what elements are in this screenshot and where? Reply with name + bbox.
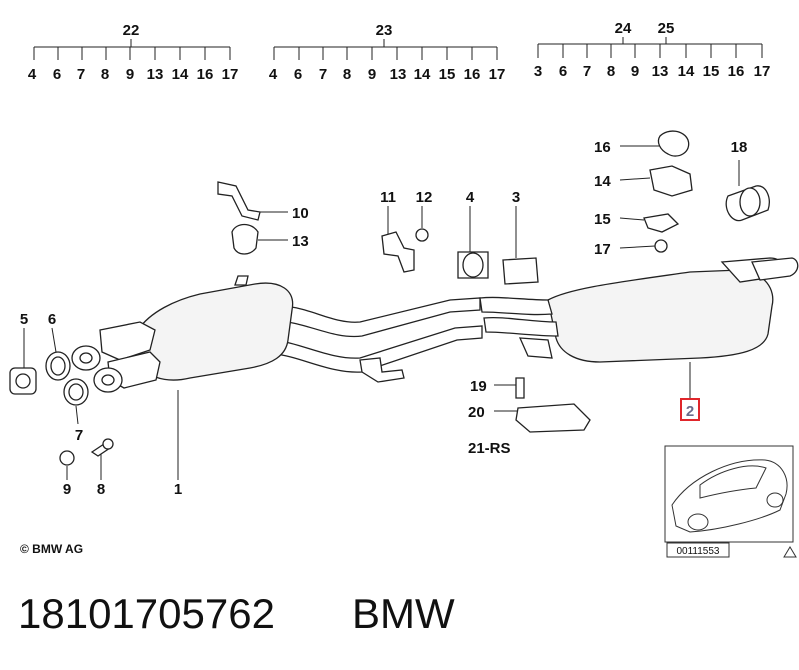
inset-ref-box — [666, 542, 730, 558]
group-22-item: 8 — [101, 66, 109, 83]
group-23-number: 23 — [376, 22, 393, 39]
nut-part-12 — [415, 228, 429, 242]
callout-9: 9 — [63, 481, 71, 498]
group-23: 23 4 6 7 8 9 13 14 15 16 17 — [269, 22, 506, 83]
group-23-item: 7 — [319, 66, 327, 83]
callout-16: 16 — [594, 139, 611, 156]
footer-brand: BMW — [352, 590, 455, 637]
callout-4: 4 — [466, 189, 475, 206]
callout-2: 2 — [686, 403, 694, 420]
center-bracket — [359, 357, 405, 383]
callouts: 10 13 11 12 4 3 16 14 15 17 18 5 6 7 9 8… — [20, 139, 748, 498]
group-24-item: 6 — [559, 63, 567, 80]
group-23-item: 9 — [368, 66, 376, 83]
group-22-item: 4 — [28, 66, 37, 83]
rubber-mount-part-16 — [657, 130, 690, 157]
callout-20: 20 — [468, 404, 485, 421]
group-22: 22 4 6 7 8 9 13 14 16 17 — [28, 22, 239, 83]
group-24-item: 15 — [703, 63, 720, 80]
group-23-item: 4 — [269, 66, 278, 83]
group-22-item: 16 — [197, 66, 214, 83]
callout-12: 12 — [416, 189, 433, 206]
group-24-item: 16 — [728, 63, 745, 80]
group-22-item: 17 — [222, 66, 239, 83]
group-25-number: 25 — [658, 20, 675, 37]
group-24-number: 24 — [615, 20, 632, 37]
group-24-item: 8 — [607, 63, 615, 80]
group-23-item: 8 — [343, 66, 351, 83]
callout-11: 11 — [380, 189, 396, 206]
callout-17: 17 — [594, 241, 611, 258]
callout-3: 3 — [512, 189, 520, 206]
group-23-item: 6 — [294, 66, 302, 83]
bracket-part-15 — [643, 213, 680, 233]
group-22-item: 9 — [126, 66, 134, 83]
front-pipe-inlet-upper — [99, 321, 156, 361]
screw-part-19 — [515, 377, 525, 399]
group-24-item: 14 — [678, 63, 695, 80]
callout-5: 5 — [20, 311, 28, 328]
group-23-item: 17 — [489, 66, 506, 83]
group-24-item: 17 — [754, 63, 771, 80]
group-23-item: 14 — [414, 66, 431, 83]
triangle-icon — [783, 546, 797, 558]
hanger-part-14 — [649, 165, 693, 197]
group-24-item: 7 — [583, 63, 591, 80]
rear-silencer-part-2 — [547, 269, 774, 363]
group-22-item: 7 — [77, 66, 85, 83]
copyright: © BMW AG — [20, 542, 83, 556]
footer-part-number: 18101705762 — [18, 590, 275, 637]
inset-ref-number: 00111553 — [676, 546, 719, 557]
highlight-box-part-2 — [680, 398, 700, 421]
group-22-item: 14 — [172, 66, 189, 83]
group-24-item: 9 — [631, 63, 639, 80]
small-parts — [9, 130, 770, 466]
rear-silencer-inlet-upper — [479, 296, 553, 316]
group-24-item: 3 — [534, 63, 542, 80]
nut-part-17 — [654, 239, 668, 253]
group-22-number: 22 — [123, 22, 140, 39]
exhaust-assembly — [71, 257, 799, 393]
front-pipe-upper — [269, 297, 481, 338]
group-23-item: 16 — [464, 66, 481, 83]
group-23-item: 13 — [390, 66, 407, 83]
callout-13: 13 — [292, 233, 309, 250]
group-22-item: 6 — [53, 66, 61, 83]
group-22-item: 13 — [147, 66, 164, 83]
callout-15: 15 — [594, 211, 611, 228]
callout-19: 19 — [470, 378, 487, 395]
callout-8: 8 — [97, 481, 105, 498]
sleeve-part-3 — [502, 257, 539, 285]
leader-lines — [23, 145, 740, 480]
front-pipe-lower — [271, 325, 483, 373]
callout-6: 6 — [48, 311, 56, 328]
pad-part-20 — [515, 403, 591, 433]
callout-10: 10 — [292, 205, 309, 222]
hanger-tab — [234, 275, 249, 286]
catalytic-converter-part-1 — [137, 282, 294, 381]
rear-hanger-block — [518, 337, 553, 359]
rubber-mount-part-13 — [231, 223, 259, 255]
bracket-part-11 — [381, 231, 415, 273]
clamp-part-10 — [217, 181, 261, 221]
car-inset: 00111553 — [664, 445, 797, 558]
group-24-item: 13 — [652, 63, 669, 80]
rear-silencer-inlet-lower — [483, 316, 559, 337]
callout-21-rs: 21-RS — [468, 440, 511, 457]
group-24-25: 24 25 3 6 7 8 9 13 14 15 16 17 — [534, 20, 771, 80]
tailpipe-right — [751, 257, 799, 281]
nut-part-9 — [59, 450, 75, 466]
callout-18: 18 — [731, 139, 748, 156]
callout-7: 7 — [75, 427, 83, 444]
group-23-item: 15 — [439, 66, 456, 83]
callout-1: 1 — [174, 481, 182, 498]
callout-14: 14 — [594, 173, 611, 190]
